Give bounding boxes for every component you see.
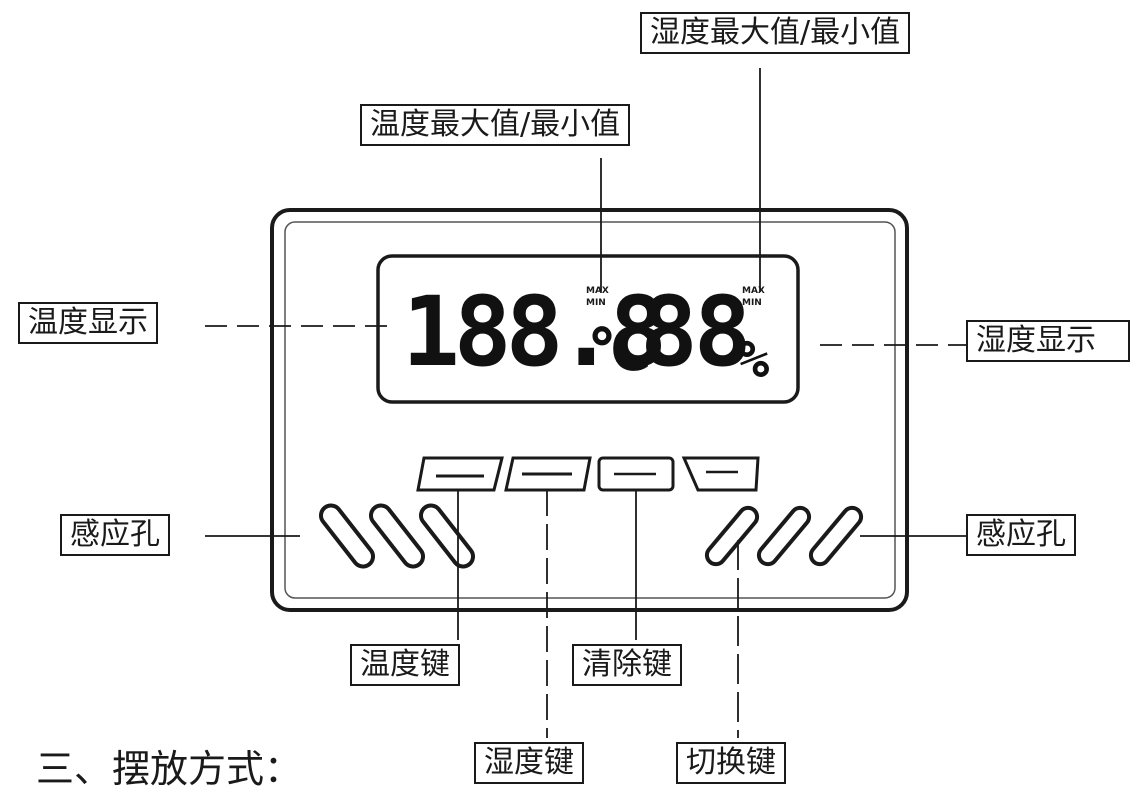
temperature-reading: 188.8 [402,276,667,388]
humidity-key-label: 湿度键 [474,742,584,784]
humidity-max-tag: MAX [742,286,765,296]
humidity-reading: 88 [640,276,752,388]
device-outline [270,208,909,612]
humidity-max-min-label: 湿度最大值/最小值 [640,12,911,54]
switch-button-shape [681,456,760,492]
switch-key-label: 切换键 [676,742,786,784]
humidity-display-label: 湿度显示 [966,320,1130,362]
temperature-max-min-label: 温度最大值/最小值 [360,104,631,146]
sensor-hole-left-label: 感应孔 [60,514,170,556]
humidity-button-shape [504,456,592,492]
sensor-holes-left [318,503,476,569]
clear-key-label: 清除键 [572,644,682,686]
leader-lines [205,68,968,738]
temperature-key-label: 温度键 [350,644,460,686]
device-inner-outline [284,221,896,599]
lcd-screen [376,254,800,404]
humidity-unit: % [738,330,770,390]
temperature-display-label: 温度显示 [18,302,158,344]
sensor-hole-right-label: 感应孔 [966,514,1076,556]
temperature-min-tag: MIN [586,298,606,308]
section-heading: 三、摆放方式： [36,747,303,791]
temperature-button-shape [416,456,504,492]
humidity-min-tag: MIN [742,298,762,308]
temperature-unit: ℃ [588,318,651,383]
temperature-max-tag: MAX [586,286,609,296]
sensor-holes-right [704,505,864,567]
